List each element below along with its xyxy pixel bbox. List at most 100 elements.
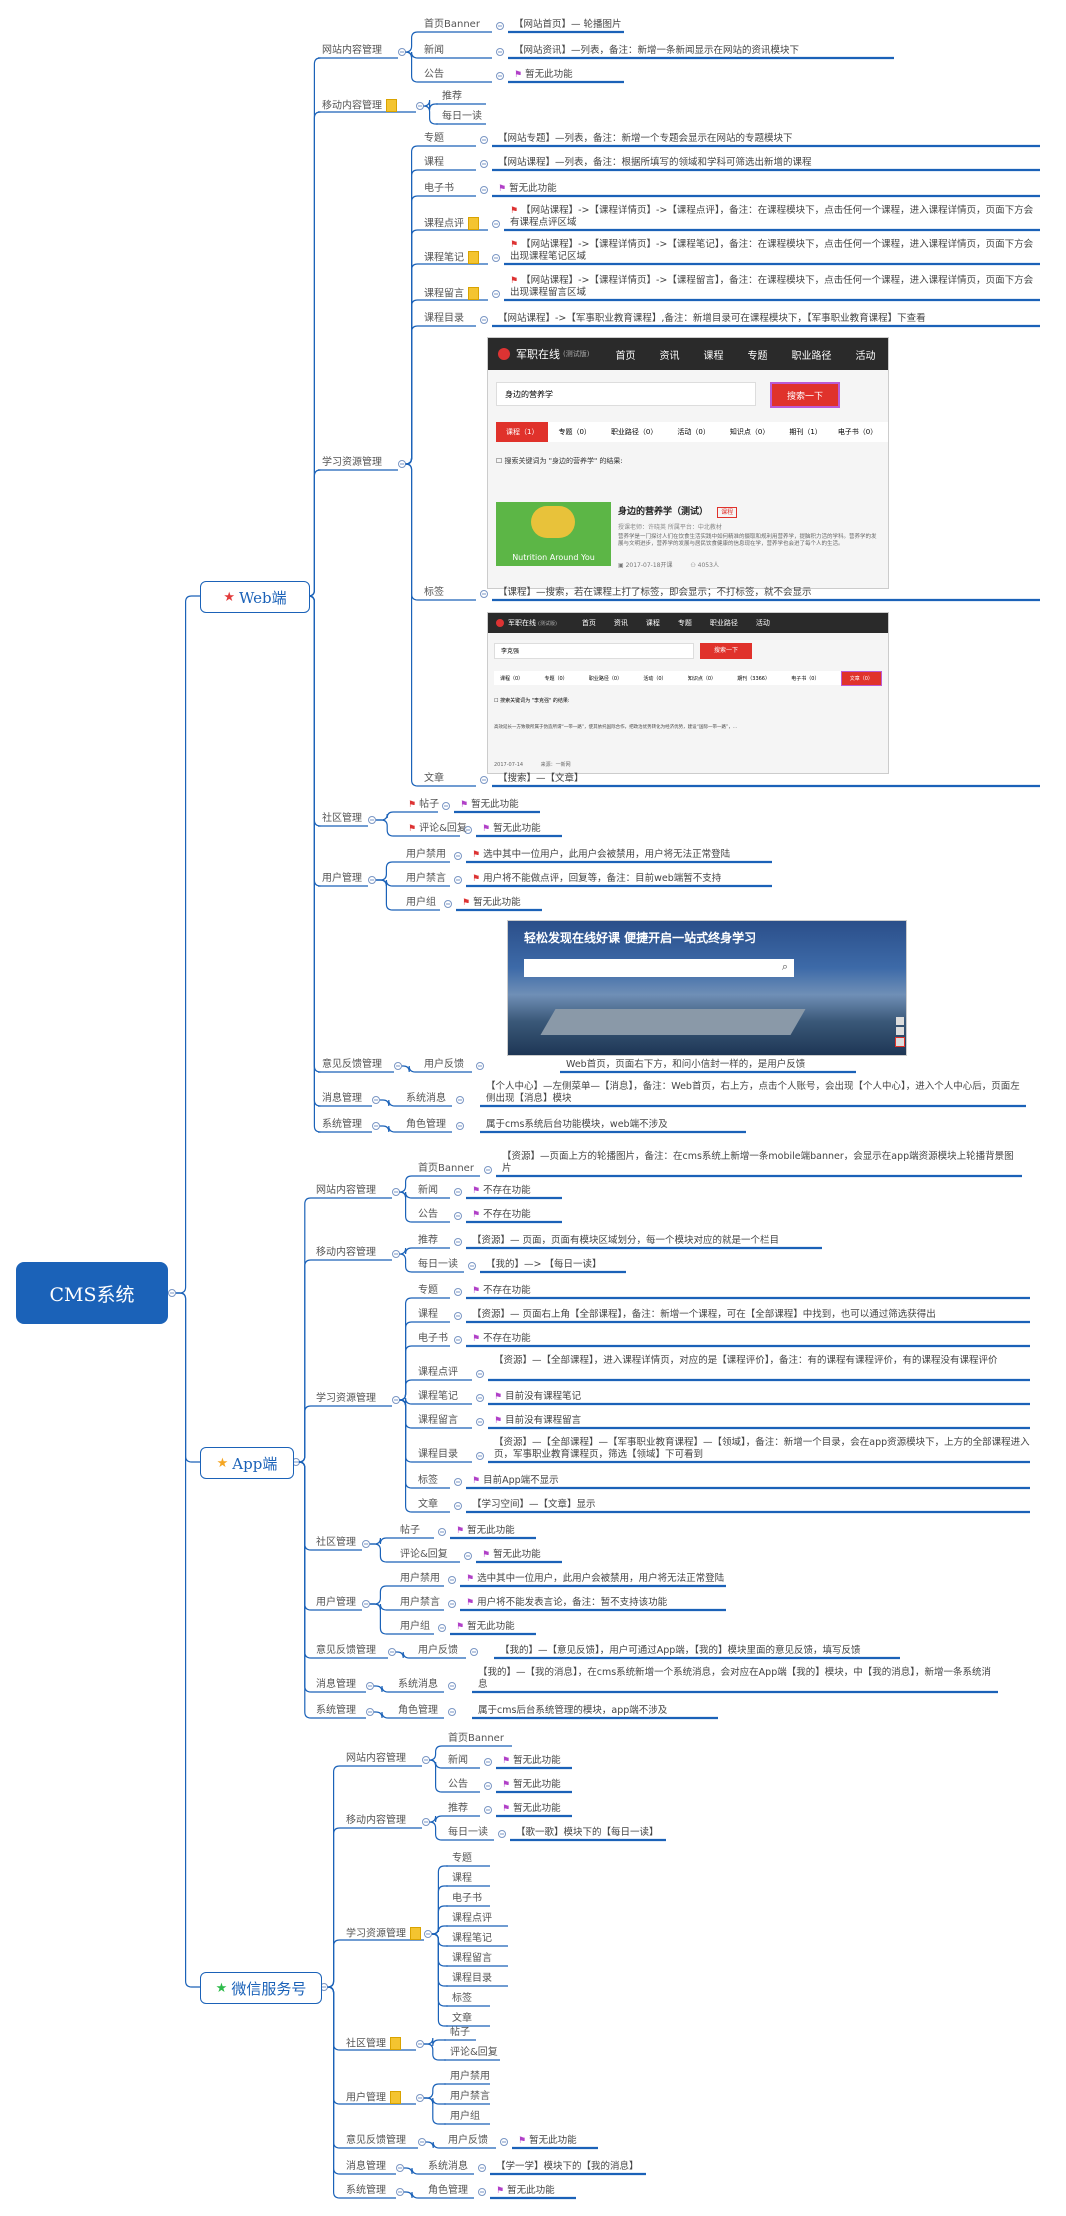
tab-ebooks[interactable]: 电子书（0） xyxy=(837,428,878,436)
item-web-feedback[interactable]: 用户反馈 xyxy=(424,1059,464,1071)
item-web-comm-1[interactable]: ⚑评论&回复 xyxy=(408,823,467,835)
item-wx-learn-2[interactable]: 电子书 xyxy=(452,1893,482,1905)
group-app-feedback[interactable]: 意见反馈管理 xyxy=(316,1645,376,1657)
feedback-envelope-icon[interactable] xyxy=(895,1037,905,1047)
item-web-learn-7[interactable]: 标签 xyxy=(424,587,444,599)
group-app-users[interactable]: 用户管理 xyxy=(316,1597,356,1609)
item-web-learn-0[interactable]: 专题 xyxy=(424,133,444,145)
item-wx-learn-6[interactable]: 课程目录 xyxy=(452,1973,492,1985)
item-app-site-2[interactable]: 公告 xyxy=(418,1209,438,1221)
nav-topics[interactable]: 专题 xyxy=(677,619,692,627)
tab-events[interactable]: 活动（0） xyxy=(677,428,710,436)
nav-news[interactable]: 资讯 xyxy=(613,619,628,627)
note-icon[interactable] xyxy=(410,1927,421,1940)
item-web-mobile-0[interactable]: 推荐 xyxy=(442,91,462,103)
group-app-mobile-content[interactable]: 移动内容管理 xyxy=(316,1247,376,1259)
item-web-system[interactable]: 角色管理 xyxy=(406,1119,446,1131)
tab-knowledge[interactable]: 知识点（0） xyxy=(687,675,716,682)
group-app-messages[interactable]: 消息管理 xyxy=(316,1679,356,1691)
course-title[interactable]: 身边的营养学（测试） 课程 xyxy=(618,504,738,518)
tab-journals[interactable]: 期刊（1） xyxy=(789,428,822,436)
item-web-user-2[interactable]: 用户组 xyxy=(406,897,436,909)
item-app-mobile-1[interactable]: 每日一读 xyxy=(418,1259,458,1271)
tab-articles[interactable]: 文章（0） xyxy=(840,670,882,686)
item-wx-mobile-1[interactable]: 每日一读 xyxy=(448,1827,488,1839)
group-web-mobile-content[interactable]: 移动内容管理 xyxy=(322,99,397,113)
item-wx-site-1[interactable]: 新闻 xyxy=(448,1755,468,1767)
root-node[interactable]: CMS系统 xyxy=(16,1262,168,1324)
nav-paths[interactable]: 职业路径 xyxy=(709,619,738,627)
nav-courses[interactable]: 课程 xyxy=(703,350,724,362)
item-wx-learn-3[interactable]: 课程点评 xyxy=(452,1913,492,1925)
item-app-system[interactable]: 角色管理 xyxy=(398,1705,438,1717)
group-wx-system[interactable]: 系统管理 xyxy=(346,2185,386,2197)
item-wx-system[interactable]: 角色管理 xyxy=(428,2185,468,2197)
article-excerpt[interactable]: 高效延长一方致敬所属于伪造所谓“一带一路”，使其依托国际合作，把政治优势转化为经… xyxy=(494,725,738,730)
item-wx-mobile-0[interactable]: 推荐 xyxy=(448,1803,468,1815)
group-wx-users[interactable]: 用户管理 xyxy=(346,2091,401,2105)
course-thumbnail[interactable]: Nutrition Around You xyxy=(496,502,611,566)
category-web[interactable]: ★Web端 xyxy=(200,581,310,613)
group-wx-feedback[interactable]: 意见反馈管理 xyxy=(346,2135,406,2147)
tab-journals[interactable]: 期刊（3366） xyxy=(737,675,770,682)
item-wx-learn-1[interactable]: 课程 xyxy=(452,1873,472,1885)
nav-news[interactable]: 资讯 xyxy=(659,350,680,362)
tab-paths[interactable]: 职业路径（0） xyxy=(588,675,623,682)
side-tool-icon[interactable] xyxy=(896,1017,904,1025)
group-app-system[interactable]: 系统管理 xyxy=(316,1705,356,1717)
group-web-system[interactable]: 系统管理 xyxy=(322,1119,362,1131)
item-app-learn-8[interactable]: 文章 xyxy=(418,1499,438,1511)
item-web-comm-0[interactable]: ⚑帖子 xyxy=(408,799,439,811)
group-wx-website-content[interactable]: 网站内容管理 xyxy=(346,1753,406,1765)
note-icon[interactable] xyxy=(468,217,479,230)
tab-courses[interactable]: 课程（1） xyxy=(496,422,549,442)
note-icon[interactable] xyxy=(386,99,397,112)
item-wx-user-1[interactable]: 用户禁言 xyxy=(450,2091,490,2103)
item-web-learn-2[interactable]: 电子书 xyxy=(424,183,454,195)
item-app-learn-3[interactable]: 课程点评 xyxy=(418,1367,458,1379)
nav-topics[interactable]: 专题 xyxy=(747,350,768,362)
item-app-messages[interactable]: 系统消息 xyxy=(398,1679,438,1691)
search-button[interactable]: 搜索一下 xyxy=(700,643,752,659)
item-wx-site-2[interactable]: 公告 xyxy=(448,1779,468,1791)
item-web-site-1[interactable]: 新闻 xyxy=(424,45,444,57)
group-web-learning[interactable]: 学习资源管理 xyxy=(322,457,382,469)
item-web-messages[interactable]: 系统消息 xyxy=(406,1093,446,1105)
tab-knowledge[interactable]: 知识点（0） xyxy=(729,428,770,436)
item-wx-learn-4[interactable]: 课程笔记 xyxy=(452,1933,492,1945)
nav-events[interactable]: 活动 xyxy=(755,619,770,627)
item-wx-learn-5[interactable]: 课程留言 xyxy=(452,1953,492,1965)
tab-topics[interactable]: 专题（0） xyxy=(558,428,591,436)
group-wx-mobile-content[interactable]: 移动内容管理 xyxy=(346,1815,406,1827)
group-web-community[interactable]: 社区管理 xyxy=(322,813,362,825)
item-web-learn-8[interactable]: 文章 xyxy=(424,773,444,785)
item-app-learn-5[interactable]: 课程留言 xyxy=(418,1415,458,1427)
item-app-learn-7[interactable]: 标签 xyxy=(418,1475,438,1487)
tab-topics[interactable]: 专题（0） xyxy=(544,675,568,682)
item-app-comm-0[interactable]: 帖子 xyxy=(400,1525,420,1537)
item-web-learn-5[interactable]: 课程留言 xyxy=(424,287,479,301)
item-app-comm-1[interactable]: 评论&回复 xyxy=(400,1549,448,1561)
nav-home[interactable]: 首页 xyxy=(581,619,596,627)
item-wx-feedback[interactable]: 用户反馈 xyxy=(448,2135,488,2147)
group-web-messages[interactable]: 消息管理 xyxy=(322,1093,362,1105)
item-app-user-0[interactable]: 用户禁用 xyxy=(400,1573,440,1585)
item-app-user-2[interactable]: 用户组 xyxy=(400,1621,430,1633)
nav-paths[interactable]: 职业路径 xyxy=(791,350,832,362)
group-wx-learning[interactable]: 学习资源管理 xyxy=(346,1927,421,1941)
group-app-learning[interactable]: 学习资源管理 xyxy=(316,1393,376,1405)
tab-ebooks[interactable]: 电子书（0） xyxy=(791,675,820,682)
nav-events[interactable]: 活动 xyxy=(855,350,876,362)
item-app-user-1[interactable]: 用户禁言 xyxy=(400,1597,440,1609)
item-web-learn-4[interactable]: 课程笔记 xyxy=(424,251,479,265)
item-wx-user-0[interactable]: 用户禁用 xyxy=(450,2071,490,2083)
item-web-learn-1[interactable]: 课程 xyxy=(424,157,444,169)
item-web-user-0[interactable]: 用户禁用 xyxy=(406,849,446,861)
nav-courses[interactable]: 课程 xyxy=(645,619,660,627)
item-app-feedback[interactable]: 用户反馈 xyxy=(418,1645,458,1657)
item-wx-messages[interactable]: 系统消息 xyxy=(428,2161,468,2173)
item-app-learn-6[interactable]: 课程目录 xyxy=(418,1449,458,1461)
item-wx-comm-1[interactable]: 评论&回复 xyxy=(450,2047,498,2059)
note-icon[interactable] xyxy=(468,287,479,300)
tab-courses[interactable]: 课程（0） xyxy=(500,675,524,682)
